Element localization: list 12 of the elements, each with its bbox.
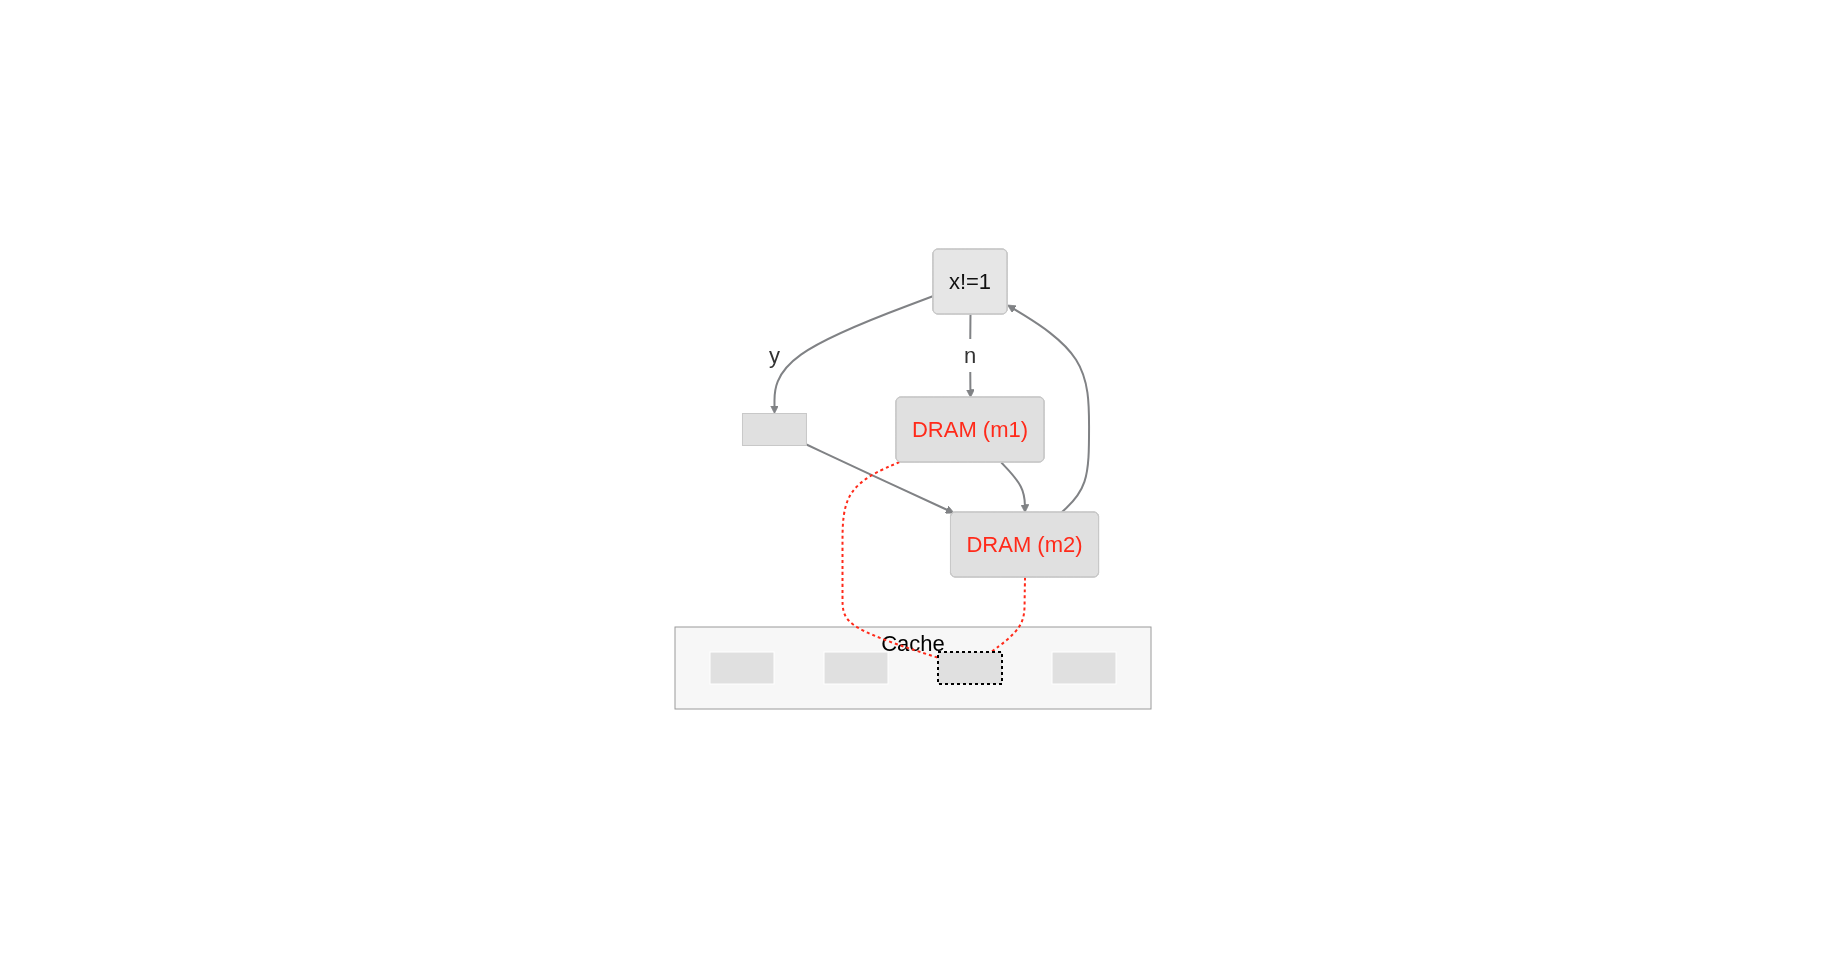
edge-label: y: [768, 343, 780, 368]
node-box: [741, 413, 807, 446]
node-box: [709, 651, 775, 685]
arrow: [805, 443, 955, 514]
edge-label: n: [963, 343, 977, 368]
node-box: [937, 651, 1003, 685]
connector: [990, 576, 1027, 653]
arrow: [1007, 304, 1091, 514]
connector: [841, 461, 939, 659]
node-box: [823, 651, 889, 685]
node-box: [1051, 651, 1117, 685]
arrow: [1000, 461, 1030, 513]
